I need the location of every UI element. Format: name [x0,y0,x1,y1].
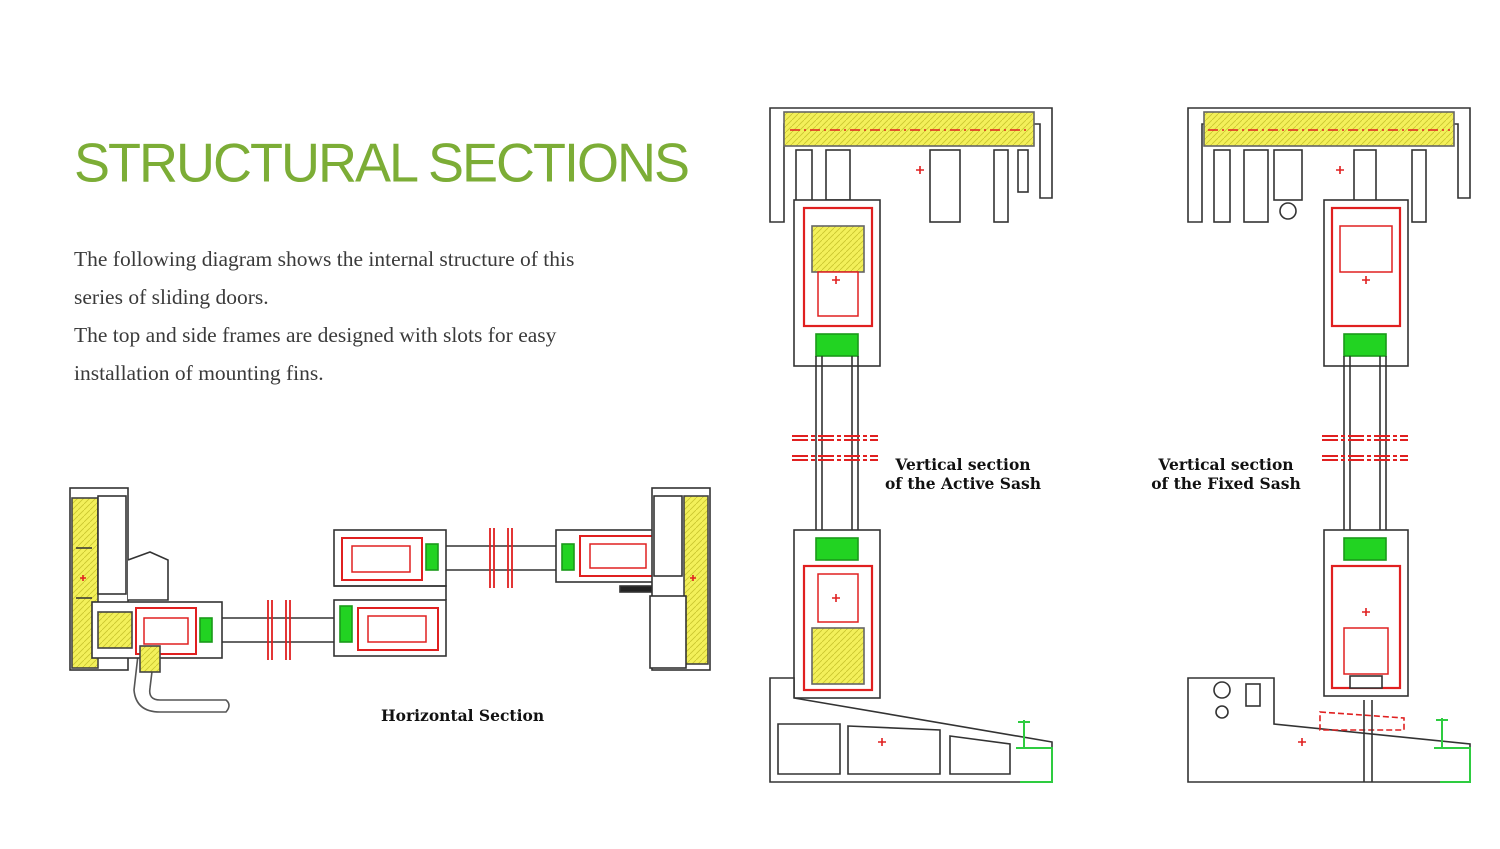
center-interlock-profile [333,529,447,657]
vertical-active-sash-drawing [769,107,1053,783]
vertical-fixed-sash-drawing [1187,107,1471,783]
fixed-top-sash [1323,199,1409,367]
active-caption-line-2: of the Active Sash [884,474,1042,493]
description-line-3: The top and side frames are designed wit… [74,323,557,347]
fixed-caption-line-1: Vertical section [1158,455,1294,474]
page-title: STRUCTURAL SECTIONS [74,132,690,194]
active-glass-pane [792,356,878,530]
glass-pane-right [446,528,556,588]
description-line-2: series of sliding doors. [74,285,269,309]
active-sill-frame [769,677,1053,783]
horizontal-section-drawing [69,487,711,713]
description-text: The following diagram shows the internal… [74,240,714,392]
fixed-head-frame [1187,107,1471,223]
description-line-1: The following diagram shows the internal… [74,247,575,271]
active-bottom-sash [793,529,881,699]
fixed-glass-pane [1322,356,1408,530]
right-jamb-profile [649,487,711,671]
active-caption-line-1: Vertical section [895,455,1031,474]
left-jamb-profile [69,487,169,671]
fixed-bottom-sash [1323,529,1409,697]
right-sash-profile [555,529,669,593]
fixed-sill-frame [1187,677,1471,783]
description-line-4: installation of mounting fins. [74,361,324,385]
fixed-sash-caption: Vertical section of the Fixed Sash [1148,455,1304,493]
active-head-frame [769,107,1053,223]
fixed-caption-line-2: of the Fixed Sash [1151,474,1301,493]
active-sash-caption: Vertical section of the Active Sash [883,455,1043,493]
horizontal-section-caption: Horizontal Section [381,706,545,725]
glass-pane-left [222,600,334,660]
active-top-sash [793,199,881,367]
left-sash-profile [91,601,223,673]
